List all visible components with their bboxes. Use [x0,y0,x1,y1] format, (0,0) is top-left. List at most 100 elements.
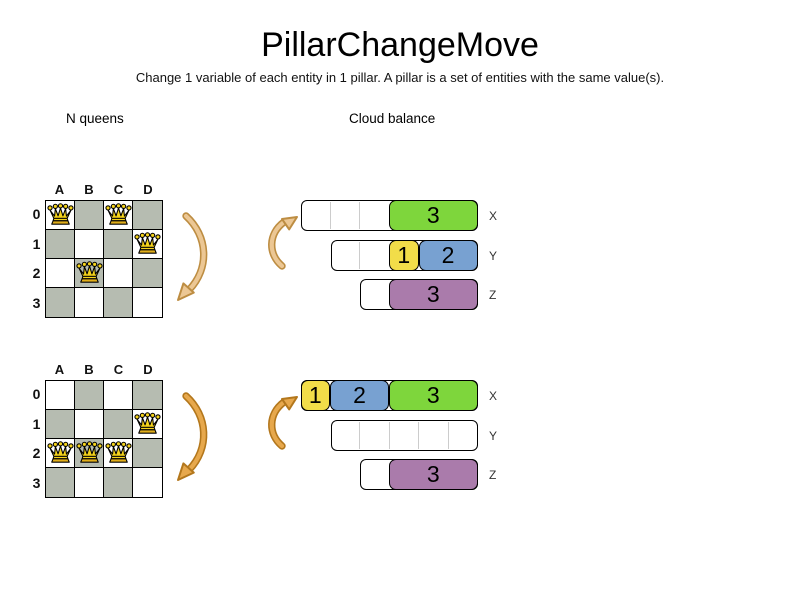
board-cell-A0 [46,201,75,230]
computer-label-Z: Z [489,288,497,302]
column-label-C: C [113,182,124,197]
row-label-0: 0 [32,386,41,402]
board-cell-A1 [46,230,75,259]
column-labels: A B C D [45,182,163,200]
computer-bar-Z: 3 [360,458,478,490]
board-cell-D0 [133,381,162,410]
queen-icon [46,441,74,463]
computer-label-X: X [489,389,498,403]
slot-divider [418,422,419,449]
column-label-A: A [54,362,65,377]
computer-label-Y: Y [489,429,498,443]
board-cell-A1 [46,410,75,439]
section-heading-nqueens: N queens [66,111,124,126]
board-cell-A3 [46,288,75,317]
process-block-1: 1 [300,379,330,411]
board-cell-C1 [104,410,133,439]
board-cell-B2 [75,439,104,468]
page-title: PillarChangeMove [261,26,539,64]
row-label-0: 0 [32,206,41,222]
process-block-2: 2 [418,239,478,271]
board-grid [45,200,163,318]
computer-bar-Z: 3 [360,278,478,310]
slot-divider [447,422,449,449]
computer-label-Z: Z [489,468,497,482]
board-cell-A0 [46,381,75,410]
board-cell-C0 [104,381,133,410]
computer-bar-Y [330,420,478,451]
board-cell-C2 [104,439,133,468]
nqueens-move-arrow-bottom-icon [177,392,208,481]
computer-label-X: X [489,209,498,223]
queen-icon [46,203,74,225]
board-cell-A3 [46,468,75,497]
process-block-3: 3 [389,278,478,310]
board-cell-B0 [75,381,104,410]
row-labels: 0 1 2 3 [28,380,45,498]
process-block-1: 1 [389,239,419,271]
row-label-1: 1 [32,415,41,432]
board-cell-C2 [104,259,133,288]
queen-icon [134,412,161,434]
board-cell-B2 [75,259,104,288]
slot-divider [359,242,360,269]
cloud-move-arrow-bottom-icon [268,396,298,450]
computer-bar-X: 3 [301,199,478,231]
process-block-3: 3 [389,379,478,411]
slot-divider [359,202,360,229]
column-label-C: C [113,362,124,377]
board-cell-D1 [133,230,162,259]
board-cell-D2 [133,439,162,468]
column-label-D: D [143,182,154,197]
board-cell-D3 [133,468,162,497]
cloud-move-arrow-top-icon [268,216,298,270]
row-label-2: 2 [32,265,41,281]
column-label-D: D [143,362,154,377]
column-label-B: B [84,362,95,377]
process-block-3: 3 [389,199,478,231]
computer-label-Y: Y [489,249,498,263]
board-cell-C3 [104,288,133,317]
board-grid [45,380,163,498]
board-cell-A2 [46,439,75,468]
queen-icon [104,203,132,225]
row-label-1: 1 [32,235,41,252]
slot-divider [359,422,360,449]
column-label-A: A [54,182,65,197]
process-block-3: 3 [389,458,478,490]
board-cell-B1 [75,230,104,259]
nqueens-move-arrow-top-icon [177,212,208,301]
slot-divider [329,202,331,229]
board-cell-C0 [104,201,133,230]
nqueens-board-after: A B C D 0 1 2 3 [28,362,168,502]
column-labels: A B C D [45,362,163,380]
section-heading-cloud: Cloud balance [349,111,436,126]
board-cell-B3 [75,468,104,497]
board-cell-B3 [75,288,104,317]
board-cell-B1 [75,410,104,439]
queen-icon [104,441,132,463]
board-cell-B0 [75,201,104,230]
board-cell-D1 [133,410,162,439]
row-label-3: 3 [32,474,41,491]
process-block-2: 2 [330,379,389,411]
row-label-2: 2 [32,445,41,461]
board-cell-A2 [46,259,75,288]
column-label-B: B [84,182,95,197]
page-subtitle: Change 1 variable of each entity in 1 pi… [135,70,665,85]
board-cell-D0 [133,201,162,230]
board-cell-C1 [104,230,133,259]
queen-icon [75,441,103,463]
board-cell-D3 [133,288,162,317]
queen-icon [134,232,161,254]
board-cell-C3 [104,468,133,497]
slot-divider [388,422,390,449]
queen-icon [75,261,103,283]
